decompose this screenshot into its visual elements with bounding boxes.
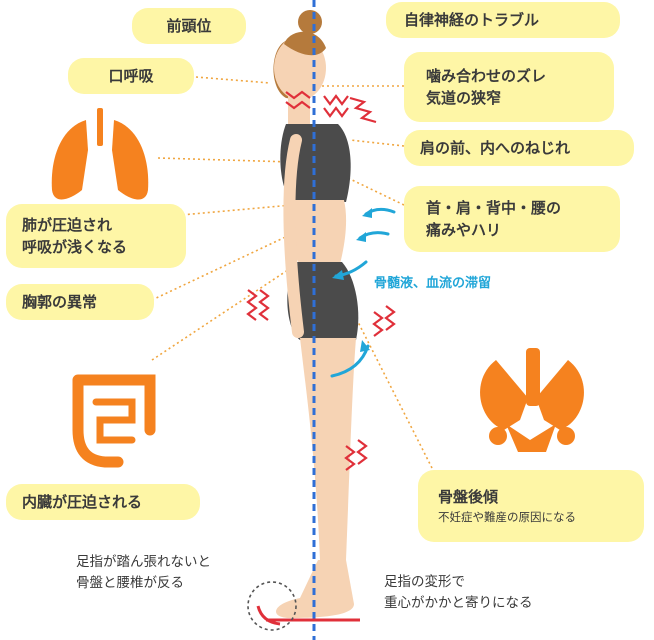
- standing-figure: [273, 10, 359, 618]
- label-pain: 首・肩・背中・腰の 痛みやハリ: [404, 186, 620, 252]
- label-viscera: 内臓が圧迫される: [6, 484, 200, 520]
- toe-circle: [247, 581, 297, 631]
- label-autonomic: 自律神経のトラブル: [386, 2, 620, 38]
- label-toes: 足指が踏ん張れないと 骨盤と腰椎が反る: [76, 554, 211, 591]
- label-shoulder-twist: 肩の前、内へのねじれ: [404, 130, 634, 166]
- lungs-icon: [51, 108, 149, 200]
- label-pelvic-tilt: 骨盤後傾 不妊症や難産の原因になる: [418, 470, 644, 542]
- stress-marks: [246, 90, 396, 471]
- pelvis-icon: [480, 348, 584, 452]
- leader-lines: [147, 76, 433, 469]
- label-bite-airway: 噛み合わせのズレ 気道の狭窄: [404, 52, 614, 122]
- label-forward-head: 前頭位: [132, 8, 246, 44]
- intestine-icon: [72, 374, 156, 468]
- flow-arrowheads: [332, 208, 372, 352]
- label-mouth-breathing: 口呼吸: [68, 58, 194, 94]
- label-foot-deformity: 足指の変形で 重心がかかと寄りになる: [384, 574, 533, 611]
- label-fluid-flow: 骨髄液、血流の滞留: [374, 276, 492, 291]
- label-thorax: 胸郭の異常: [6, 284, 154, 320]
- label-lung-compression: 肺が圧迫され 呼吸が浅くなる: [6, 204, 186, 268]
